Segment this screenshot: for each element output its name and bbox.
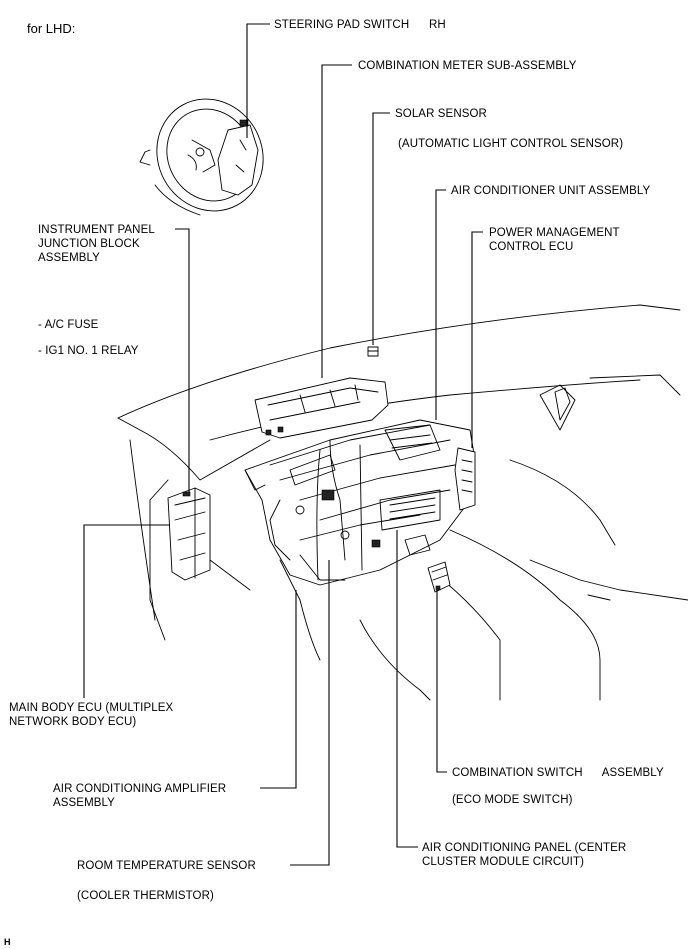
ac-unit-label: AIR CONDITIONER UNIT ASSEMBLY	[451, 185, 651, 197]
instrument-panel-junction-block-label: INSTRUMENT PANEL JUNCTION BLOCK ASSEMBLY	[38, 224, 155, 264]
ac-panel-label: AIR CONDITIONING PANEL (CENTER CLUSTER M…	[422, 842, 627, 868]
ac-unit-illustration	[244, 419, 476, 586]
combination-switch-label: COMBINATION SWITCH ASSEMBLY	[452, 767, 664, 779]
solar-sensor-note: (AUTOMATIC LIGHT CONTROL SENSOR)	[398, 138, 624, 150]
ig1-relay-label: - IG1 NO. 1 RELAY	[38, 345, 139, 357]
steering-wheel-illustration	[139, 98, 264, 216]
solar-sensor-label: SOLAR SENSOR	[395, 108, 487, 120]
cooler-thermistor-label: (COOLER THERMISTOR)	[77, 890, 214, 902]
junction-block-illustration	[167, 487, 211, 581]
steering-pad-switch-label: STEERING PAD SWITCH RH	[274, 19, 446, 31]
ac-amplifier-label: AIR CONDITIONING AMPLIFIER ASSEMBLY	[53, 783, 227, 809]
power-management-ecu-illustration	[454, 447, 476, 511]
power-management-ecu-label: POWER MANAGEMENT CONTROL ECU	[489, 227, 620, 253]
variant-heading: for LHD:	[27, 21, 76, 36]
combination-meter-label: COMBINATION METER SUB-ASSEMBLY	[358, 60, 577, 72]
solar-sensor-illustration	[367, 346, 379, 357]
combination-switch-illustration	[427, 561, 451, 593]
leader-lines	[83, 23, 483, 866]
combination-meter-illustration	[254, 377, 389, 439]
ac-fuse-label: - A/C FUSE	[38, 319, 99, 331]
corner-mark: H	[4, 937, 11, 947]
room-temperature-sensor-label: ROOM TEMPERATURE SENSOR	[77, 860, 256, 872]
main-body-ecu-label: MAIN BODY ECU (MULTIPLEX NETWORK BODY EC…	[9, 702, 174, 728]
eco-mode-switch-label: (ECO MODE SWITCH)	[452, 794, 573, 806]
